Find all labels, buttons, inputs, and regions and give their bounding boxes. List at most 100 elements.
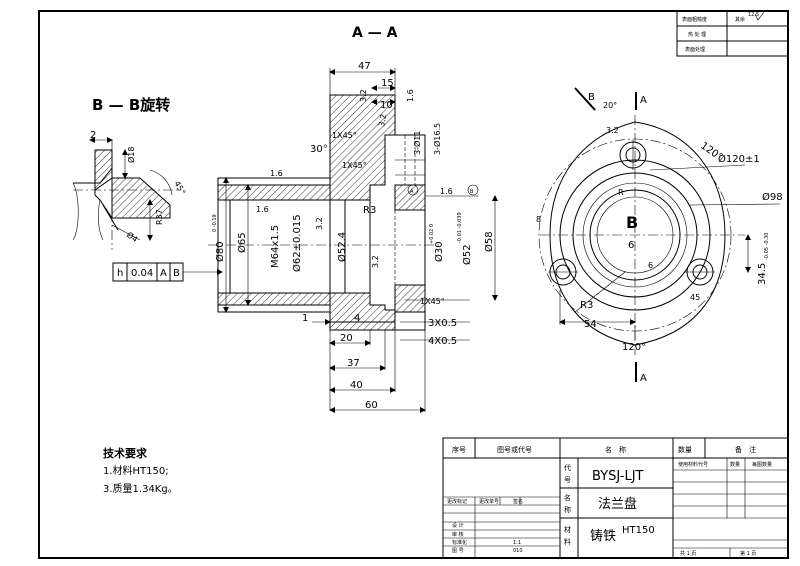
- view-dim-120: Ø120±1: [718, 153, 760, 165]
- bb-dim-2: 2: [90, 130, 96, 141]
- roughness-symbol: [754, 11, 765, 21]
- view-angle-20: 20°: [603, 101, 617, 110]
- aa-r3: R3: [363, 205, 376, 216]
- aa-rough-16a: 1.6: [406, 89, 415, 102]
- title-bb: B — B旋转: [92, 96, 170, 114]
- view-tag-r: R: [618, 188, 624, 197]
- view-a-bottom: A: [640, 373, 647, 384]
- tb-header-note: 备 注: [735, 445, 756, 454]
- view-dim-6a: 6: [628, 240, 634, 251]
- aa-dim-10: 10: [380, 100, 393, 111]
- view-dim-8: 8: [536, 215, 541, 224]
- aa-dim-4: 4: [354, 313, 360, 324]
- fcf-symbol: h: [117, 268, 123, 279]
- aa-dim-80: Ø80: [214, 241, 226, 262]
- aa-angle-30: 30°: [310, 144, 328, 155]
- aa-datum-a: A: [410, 189, 414, 195]
- aa-hole-11: 3-Ø11: [412, 131, 422, 155]
- aa-rough-32d: 3.2: [371, 255, 380, 268]
- aa-dim-65: Ø65: [236, 232, 248, 253]
- aa-rough-32a: 3.2: [359, 89, 368, 102]
- view-angle-120b: 120°: [622, 342, 646, 353]
- aa-dim-52-tol: -0.01 -0.039: [457, 212, 463, 243]
- tb-cheng: 称: [564, 505, 571, 514]
- feature-control-frame: h 0.04 A B: [112, 262, 223, 282]
- aa-dim-20: 20: [340, 333, 353, 344]
- view-dim-6b: 6: [648, 261, 653, 270]
- table-roughness-label: 表面粗糙度: [682, 16, 707, 23]
- aa-dim-37: 37: [347, 358, 360, 369]
- aa-dim-47: 47: [358, 61, 371, 72]
- fcf-tolerance: 0.04: [131, 268, 153, 279]
- section-bb: B — B旋转 2 Ø18 45° R37 Ø4 h 0.04 A B: [72, 96, 223, 282]
- aa-dim-15: 15: [381, 78, 394, 89]
- drawing-border: [38, 10, 789, 559]
- bb-dim-r37: R37: [155, 209, 164, 225]
- tb-material-2: HT150: [622, 525, 655, 536]
- section-aa: A — A 47 15 10 3.2 1.6 3.2 3: [208, 25, 498, 413]
- fcf-datum-b: B: [173, 268, 180, 279]
- table-surface-label: 表面处理: [685, 46, 705, 53]
- view-b-top: B: [588, 92, 595, 103]
- tb-standard: 标准化: [452, 539, 467, 546]
- tb-dai: 代: [564, 463, 571, 472]
- aa-chamfer-5: 4X0.5: [428, 336, 457, 347]
- end-view: A A B 20° 3.2 120° Ø120±1 Ø98 R B: [536, 87, 783, 384]
- tb-material-1: 铸铁: [590, 528, 616, 544]
- table-heat-label: 热 处 理: [688, 31, 706, 38]
- fcf-datum-a: A: [160, 268, 167, 279]
- hatch-tube-top: [217, 184, 331, 201]
- tb-part-name: 法兰盘: [598, 496, 637, 512]
- view-dim-45: 45: [690, 293, 700, 302]
- tb-right-perdrawing: 每图数量: [752, 461, 772, 468]
- tb-header-name: 名 称: [605, 445, 626, 454]
- surface-table: 表面粗糙度 其余 12.5 热 处 理 表面处理: [676, 10, 789, 57]
- aa-chamfer-2: 1X45°: [342, 161, 367, 170]
- aa-chamfer-1: 1X45°: [332, 131, 357, 140]
- title-block: 序号 图号或代号 名 称 数量 备 注 更改标记 更改单号 签名 设 计 审 核…: [442, 437, 789, 559]
- aa-rough-16d: 1.6: [440, 187, 453, 196]
- aa-dim-30-tol: +0.02 0: [429, 224, 435, 244]
- aa-dim-52: Ø52: [461, 244, 473, 265]
- tb-design: 设 计: [452, 522, 464, 529]
- tb-page-total: 共 1 页: [680, 550, 696, 557]
- tb-part-code: BYSJ-LJT: [592, 469, 644, 484]
- tb-rev-no: 更改单号: [479, 498, 499, 505]
- aa-hole-16: 3-Ø16.5: [432, 123, 442, 155]
- table-roughness-rest: 其余: [735, 16, 745, 23]
- aa-rough-32b: 3.2: [377, 113, 388, 127]
- notes-line-1: 1.材料HT150;: [103, 464, 169, 477]
- aa-chamfer-3: 1X45°: [420, 297, 445, 306]
- aa-dim-60: 60: [365, 400, 378, 411]
- hatch-flange-bottom: [329, 292, 396, 331]
- aa-dim-30: Ø30: [433, 241, 445, 262]
- view-r3: R3: [580, 300, 593, 311]
- bb-dim-x4: Ø4: [125, 229, 140, 244]
- view-b-mid: B: [626, 213, 638, 232]
- bb-dim-45: 45°: [172, 180, 187, 197]
- tb-right-material: 使用材料代号: [678, 461, 708, 468]
- aa-thread: M64x1.5: [270, 225, 281, 268]
- table-roughness-value: 12.5: [748, 12, 759, 18]
- view-dim-345-tol: -0.05 -0.30: [764, 233, 770, 260]
- tb-liao: 料: [564, 537, 571, 546]
- hatch-tube-bottom: [217, 292, 331, 306]
- view-dim-54: 54: [584, 319, 597, 330]
- tb-right-qty: 数量: [730, 461, 740, 468]
- notes-heading: 技术要求: [103, 446, 148, 460]
- aa-dim-524: Ø52.4: [336, 232, 348, 262]
- bb-dim-18: Ø18: [126, 147, 136, 163]
- tb-drawing-no: 图 号: [452, 548, 464, 554]
- tb-rev-mark: 更改标记: [447, 498, 467, 505]
- tb-cai: 材: [564, 525, 571, 534]
- aa-dim-58: Ø58: [483, 231, 495, 252]
- tb-header-qty: 数量: [678, 445, 692, 454]
- view-dim-345: 34.5: [757, 263, 768, 285]
- aa-rough-16b: 1.6: [270, 169, 283, 178]
- aa-dim-62: Ø62±0.015: [291, 214, 303, 272]
- notes-line-2: 3.质量1.34Kg。: [103, 483, 178, 495]
- aa-chamfer-4: 3X0.5: [428, 318, 457, 329]
- tb-rev-sign: 签名: [513, 498, 523, 505]
- view-dim-98: Ø98: [762, 191, 783, 203]
